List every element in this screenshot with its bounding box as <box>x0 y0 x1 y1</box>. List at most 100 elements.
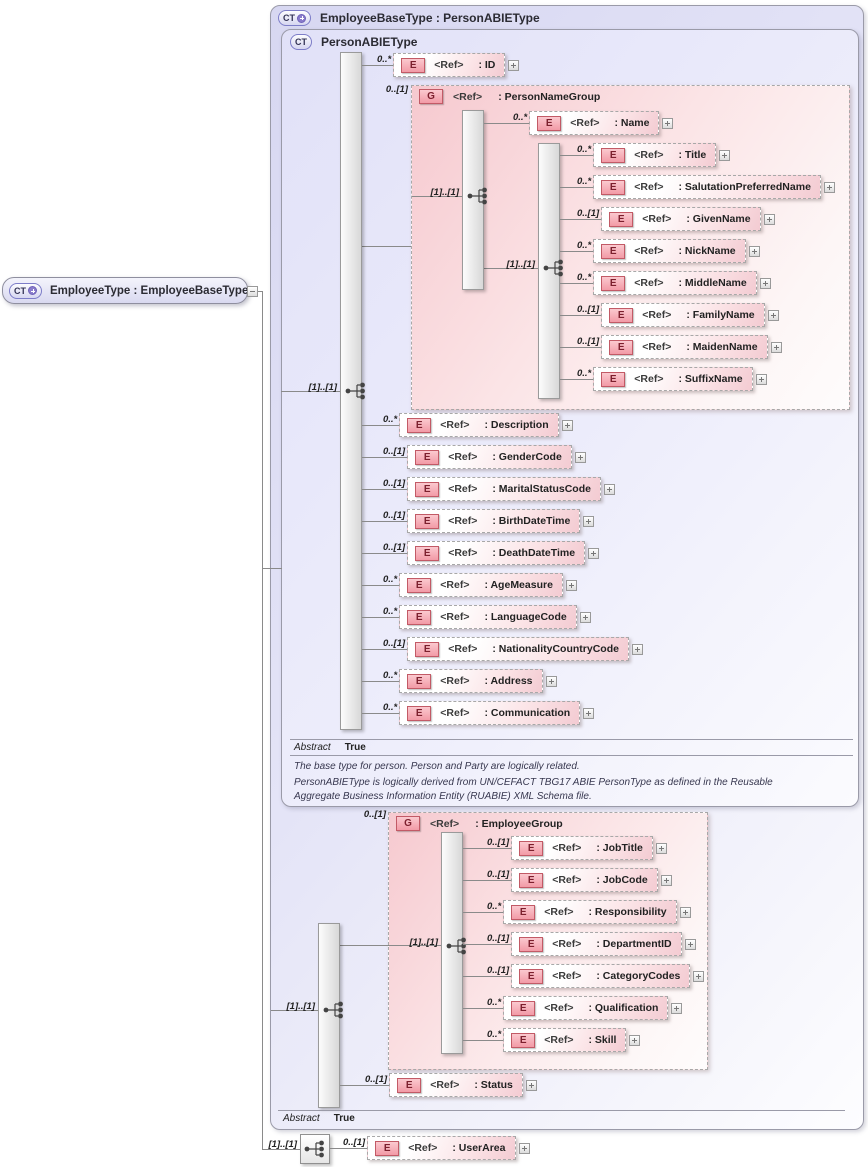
element-icon: E <box>601 371 626 387</box>
expand-icon[interactable] <box>508 60 520 71</box>
connector-lead: 0..[1] <box>560 335 602 348</box>
element-givenname[interactable]: E<Ref>: GivenName <box>601 207 761 231</box>
element-nickname[interactable]: E<Ref>: NickName <box>593 239 746 263</box>
connector-lead: 0..* <box>560 271 594 284</box>
element-row-nationalitycountrycode: 0..[1]E<Ref>: NationalityCountryCode <box>362 637 643 661</box>
expand-icon[interactable] <box>693 971 705 982</box>
sequence-icon[interactable] <box>444 936 470 956</box>
element-jobcode[interactable]: E<Ref>: JobCode <box>511 868 658 892</box>
sequence-icon[interactable] <box>343 381 369 401</box>
element-row-qualification: 0..*E<Ref>: Qualification <box>463 996 704 1020</box>
expand-icon[interactable] <box>629 1035 641 1046</box>
expand-icon[interactable] <box>561 420 573 431</box>
cardinality-label: 0..* <box>577 176 592 187</box>
expand-icon[interactable] <box>662 118 674 129</box>
expand-icon[interactable] <box>583 516 595 527</box>
expand-icon[interactable] <box>579 612 591 623</box>
element-description[interactable]: E<Ref>: Description <box>399 413 559 437</box>
employee-group-header[interactable]: G <Ref> : EmployeeGroup <box>396 816 563 831</box>
expand-icon[interactable] <box>763 214 775 225</box>
expand-icon[interactable] <box>631 644 643 655</box>
element-address[interactable]: E<Ref>: Address <box>399 669 543 693</box>
ref-label: <Ref> <box>552 874 582 886</box>
derived-plus-icon <box>297 13 306 23</box>
element-maritalstatuscode[interactable]: E<Ref>: MaritalStatusCode <box>407 477 601 501</box>
expand-icon[interactable] <box>518 1143 530 1154</box>
person-name-group-header[interactable]: G <Ref> : PersonNameGroup <box>419 89 600 104</box>
group-icon: G <box>419 89 443 104</box>
element-agemeasure[interactable]: E<Ref>: AgeMeasure <box>399 573 563 597</box>
connector-line <box>262 1149 300 1150</box>
expand-icon[interactable] <box>684 939 696 950</box>
connector-line <box>362 246 411 247</box>
ref-label: <Ref> <box>440 675 470 687</box>
documentation-text: PersonABIEType is logically derived from… <box>294 777 773 802</box>
connector-lead: 0..* <box>560 239 594 252</box>
element-skill[interactable]: E<Ref>: Skill <box>503 1028 627 1052</box>
element-row-name: 0..*E<Ref>: Name <box>484 111 674 135</box>
element-deathdatetime[interactable]: E<Ref>: DeathDateTime <box>407 541 586 565</box>
expand-icon[interactable] <box>755 374 767 385</box>
element-status[interactable]: E<Ref>: Status <box>389 1073 523 1097</box>
element-familyname[interactable]: E<Ref>: FamilyName <box>601 303 765 327</box>
connector-lead: 0..[1] <box>362 637 408 650</box>
connector-lead: 0..* <box>362 669 400 682</box>
ref-label: <Ref> <box>448 483 478 495</box>
element-icon: E <box>601 243 626 259</box>
element-salutationpreferredname[interactable]: E<Ref>: SalutationPreferredName <box>593 175 821 199</box>
expand-icon[interactable] <box>823 182 835 193</box>
element-suffixname[interactable]: E<Ref>: SuffixName <box>593 367 753 391</box>
element-middlename[interactable]: E<Ref>: MiddleName <box>593 271 757 295</box>
element-maidenname[interactable]: E<Ref>: MaidenName <box>601 335 768 359</box>
expand-icon[interactable] <box>574 452 586 463</box>
sequence-icon[interactable] <box>321 1000 347 1020</box>
collapse-icon[interactable] <box>247 286 258 297</box>
expand-icon[interactable] <box>583 708 595 719</box>
expand-icon[interactable] <box>545 676 557 687</box>
element-name: : CategoryCodes <box>596 970 681 982</box>
expand-icon[interactable] <box>588 548 600 559</box>
ref-label: <Ref> <box>430 1079 460 1091</box>
element-communication[interactable]: E<Ref>: Communication <box>399 701 581 725</box>
expand-icon[interactable] <box>565 580 577 591</box>
element-row-description: 0..*E<Ref>: Description <box>362 413 643 437</box>
expand-icon[interactable] <box>671 1003 683 1014</box>
element-responsibility[interactable]: E<Ref>: Responsibility <box>503 900 677 924</box>
sequence-icon[interactable] <box>300 1134 330 1164</box>
element-nationalitycountrycode[interactable]: E<Ref>: NationalityCountryCode <box>407 637 629 661</box>
expand-icon[interactable] <box>767 310 779 321</box>
element-jobtitle[interactable]: E<Ref>: JobTitle <box>511 836 653 860</box>
expand-icon[interactable] <box>748 246 760 257</box>
expand-icon[interactable] <box>660 875 672 886</box>
sequence-icon[interactable] <box>541 258 567 278</box>
connector-lead: 0..* <box>362 53 394 66</box>
connector-lead: 0..[1] <box>362 509 408 522</box>
expand-icon[interactable] <box>770 342 782 353</box>
element-name[interactable]: E<Ref>: Name <box>529 111 660 135</box>
element-birthdatetime[interactable]: E<Ref>: BirthDateTime <box>407 509 581 533</box>
expand-icon[interactable] <box>759 278 771 289</box>
connector-lead: 0..[1] <box>330 1136 368 1149</box>
sequence-icon[interactable] <box>465 186 491 206</box>
element-id[interactable]: E<Ref>: ID <box>393 53 506 77</box>
element-languagecode[interactable]: E<Ref>: LanguageCode <box>399 605 577 629</box>
connector-line <box>262 568 282 569</box>
expand-icon[interactable] <box>655 843 667 854</box>
element-userarea[interactable]: E<Ref>: UserArea <box>367 1136 516 1160</box>
element-row-id: 0..*E<Ref>: ID <box>362 53 520 77</box>
element-gendercode[interactable]: E<Ref>: GenderCode <box>407 445 572 469</box>
expand-icon[interactable] <box>679 907 691 918</box>
connector-lead: 0..[1] <box>463 836 512 849</box>
cardinality-label: 0..[1] <box>577 304 600 315</box>
sequence-glyph <box>304 1140 324 1158</box>
cardinality-label: 0..[1] <box>383 542 406 553</box>
expand-icon[interactable] <box>603 484 615 495</box>
element-departmentid[interactable]: E<Ref>: DepartmentID <box>511 932 682 956</box>
expand-icon[interactable] <box>525 1080 537 1091</box>
element-qualification[interactable]: E<Ref>: Qualification <box>503 996 669 1020</box>
element-categorycodes[interactable]: E<Ref>: CategoryCodes <box>511 964 691 988</box>
employeetype-node[interactable]: CT EmployeeType : EmployeeBaseType <box>2 277 248 304</box>
expand-icon[interactable] <box>719 150 731 161</box>
ref-label: <Ref> <box>434 59 464 71</box>
element-title[interactable]: E<Ref>: Title <box>593 143 717 167</box>
